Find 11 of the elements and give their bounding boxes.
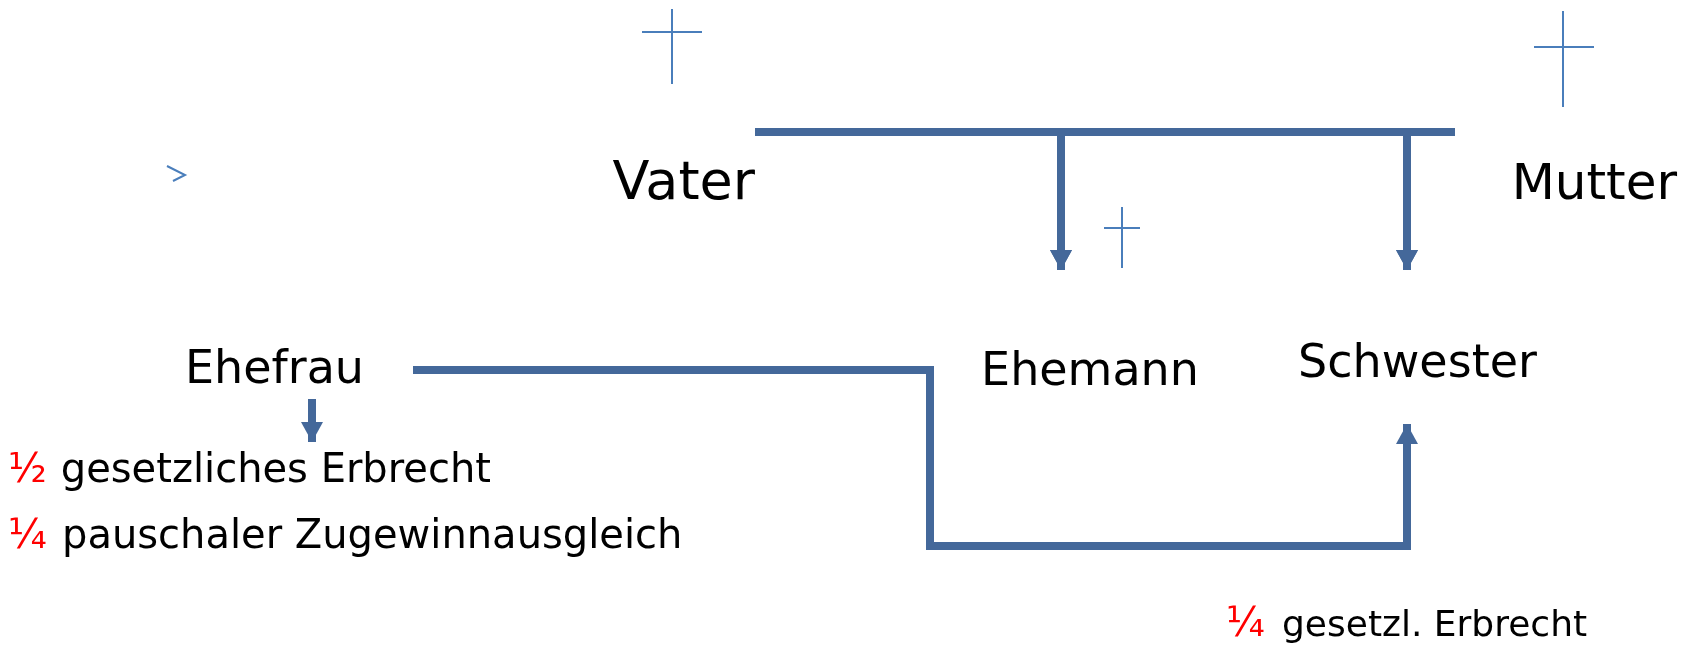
node-label: Ehemann: [981, 344, 1199, 395]
note-text: gesetzl. Erbrecht: [1282, 604, 1588, 644]
fraction-label: ½: [8, 446, 47, 490]
node-label: Vater: [612, 150, 755, 210]
note-text: pauschaler Zugewinnausgleich: [62, 512, 683, 556]
node-label: Ehefrau: [185, 341, 364, 393]
node-label: Schwester: [1298, 336, 1537, 387]
fraction-label: ¼: [8, 512, 47, 556]
node-label: Mutter: [1511, 155, 1677, 210]
fraction-label: ¼: [1226, 600, 1265, 644]
node-label: gesetzliches Erbrecht: [60, 446, 491, 490]
